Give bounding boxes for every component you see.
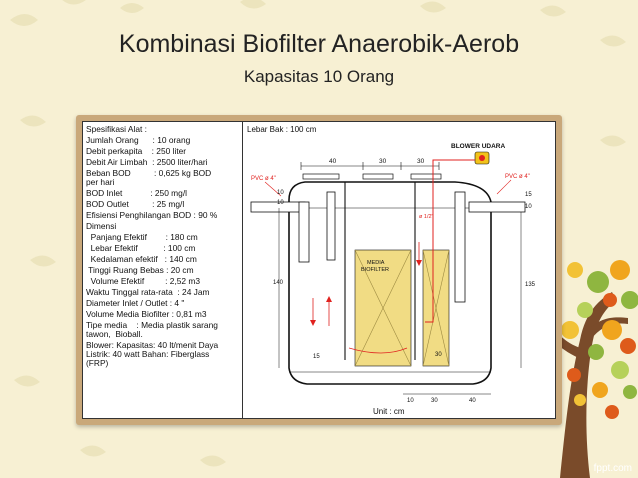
blower-label: BLOWER UDARA [451,143,505,150]
spec-line: BOD Outlet : 25 mg/l [86,199,185,209]
spec-line: Tinggi Ruang Bebas : 20 cm [86,265,194,275]
dim-label: 135 [525,282,536,288]
media-label: BIOFILTER [361,267,389,273]
width-label: Lebar Bak : 100 cm [247,125,317,134]
spec-panel: Spesifikasi Alat : Jumlah Orang : 10 ora… [83,122,243,418]
spec-line: Blower: Kapasitas: 40 lt/menit Daya [86,340,219,350]
spec-line: tawon, Bioball. [86,329,143,339]
spec-line: Waktu Tinggal rata-rata : 24 Jam [86,287,210,297]
dim-label: 15 [525,192,532,198]
dim-label: 40 [469,398,476,404]
spec-line: Dimensi [86,221,117,231]
spec-line: (FRP) [86,358,109,368]
unit-label: Unit : cm [373,407,405,416]
spec-heading: Spesifikasi Alat : [86,124,147,134]
spec-line: Volume Efektif : 2,52 m3 [86,276,201,286]
spec-line: Panjang Efektif : 180 cm [86,232,198,242]
tree-trunk [560,292,616,478]
dim-label: 30 [379,158,387,165]
spec-line: Listrik: 40 watt Bahan: Fiberglass [86,349,210,359]
diagram-frame: Spesifikasi Alat : Jumlah Orang : 10 ora… [82,121,556,419]
spec-line: Tipe media : Media plastik sarang [86,320,218,330]
tank-drawing: Lebar Bak : 100 cm 40 30 30 [243,122,555,418]
dim-label: 10 [525,204,532,210]
spec-line: Debit perkapita : 250 liter [86,146,187,156]
dim-label: 15 [313,354,320,360]
dim-label: 30 [417,158,425,165]
pvc-inlet-label: PVC ø 4" [251,176,276,182]
spec-line: Kedalaman efektif : 140 cm [86,254,197,264]
pvc-outlet-label: PVC ø 4" [505,174,530,180]
dim-label: 30 [435,352,442,358]
spec-line: Jumlah Orang : 10 orang [86,135,191,145]
tree-leaves [550,260,638,419]
spec-line: Lebar Efektif : 100 cm [86,243,196,253]
spec-line: per hari [86,177,115,187]
spec-line: Efisiensi Penghilangan BOD : 90 % [86,210,218,220]
slide-title: Kombinasi Biofilter Anaerobik-Aerob [118,30,520,58]
spec-line: Debit Air Limbah : 2500 liter/hari [86,157,208,167]
watermark: fppt.com [593,463,632,474]
diagram-card: Spesifikasi Alat : Jumlah Orang : 10 ora… [76,115,562,425]
spec-line: Beban BOD : 0,625 kg BOD [86,168,212,178]
dim-label: 10 [407,398,414,404]
media-label: MEDIA [367,260,385,266]
slide-subtitle: Kapasitas 10 Orang [243,67,395,86]
dim-label: 30 [431,398,438,404]
dim-label: 140 [273,280,284,286]
spec-line: Volume Media Biofilter : 0,81 m3 [86,309,207,319]
spec-line: BOD Inlet : 250 mg/l [86,188,188,198]
air-pipe [425,159,475,323]
dim-label: 10 [277,190,284,196]
dim-label: 40 [329,158,337,165]
dim-label: 10 [277,200,284,206]
air-pipe-label: ø 1/2" [419,214,434,220]
spec-line: Diameter Inlet / Outlet : 4 " [86,298,185,308]
